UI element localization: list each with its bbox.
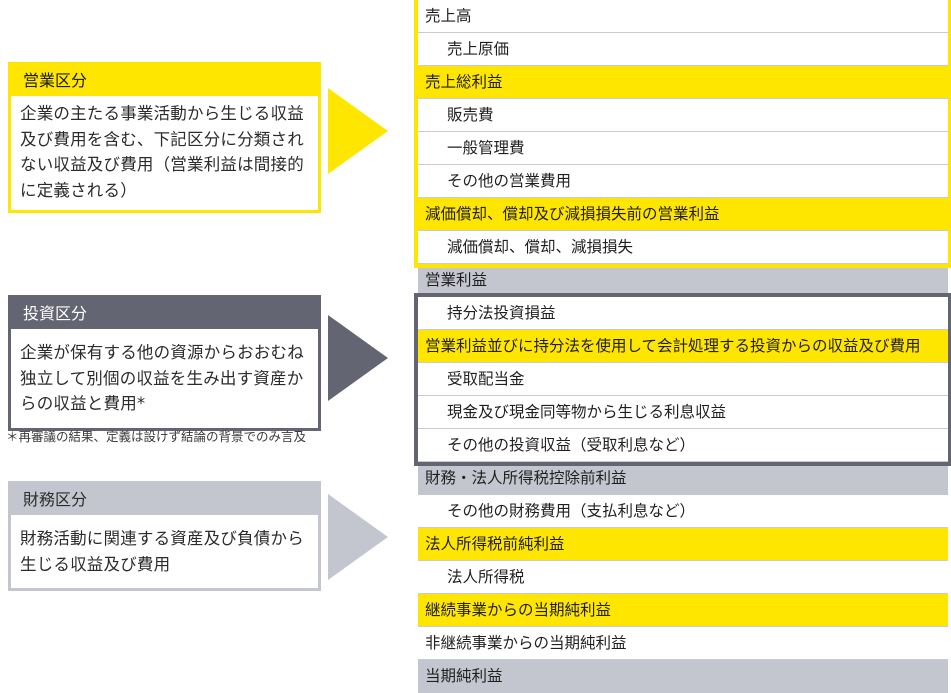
pl-row: 減価償却、償却、減損損失 — [418, 231, 948, 264]
pl-row-label: 継続事業からの当期純利益 — [425, 601, 612, 619]
pl-row: その他の財務費用（支払利息など） — [418, 495, 948, 528]
pl-row-label: 現金及び現金同等物から生じる利息収益 — [447, 403, 727, 421]
pl-row-label: 非継続事業からの当期純利益 — [425, 634, 627, 652]
callout-investing-title: 投資区分 — [11, 298, 318, 330]
callout-financing-section: 財務区分 財務活動に関連する資産及び負債から生じる収益及び費用 — [8, 481, 321, 592]
pl-row: 継続事業からの当期純利益 — [418, 594, 948, 627]
pl-row-label: 減価償却、償却、減損損失 — [447, 238, 634, 256]
pl-row: 一般管理費 — [418, 132, 948, 165]
pl-row: 現金及び現金同等物から生じる利息収益 — [418, 396, 948, 429]
pl-row: 財務・法人所得税控除前利益 — [418, 462, 948, 495]
pl-row: 法人所得税 — [418, 561, 948, 594]
pl-row: 法人所得税前純利益 — [418, 528, 948, 561]
callout-operating-section: 営業区分 企業の主たる事業活動から生じる収益及び費用を含む、下記区分に分類されな… — [8, 62, 321, 214]
pl-row: 当期純利益 — [418, 660, 948, 693]
pl-row-label: その他の投資収益（受取利息など） — [447, 436, 696, 454]
pl-row-label: その他の財務費用（支払利息など） — [447, 502, 696, 520]
pl-row-label: 売上高 — [425, 7, 472, 25]
pl-row-label: その他の営業費用 — [447, 172, 572, 190]
pl-row: 減価償却、償却及び減損損失前の営業利益 — [418, 198, 948, 231]
pl-row: 売上総利益 — [418, 66, 948, 99]
pl-row: その他の営業費用 — [418, 165, 948, 198]
pl-row-label: 営業利益並びに持分法を使用して会計処理する投資からの収益及び費用 — [425, 337, 921, 355]
investing-footnote: ＊再審議の結果、定義は設けず結論の背景でのみ言及 — [6, 429, 307, 444]
callout-financing-description: 財務活動に関連する資産及び負債から生じる収益及び費用 — [11, 515, 318, 589]
pl-row: 受取配当金 — [418, 363, 948, 396]
arrow-financing-icon — [328, 494, 388, 580]
callout-financing-title: 財務区分 — [11, 484, 318, 516]
pl-row-label: 持分法投資損益 — [447, 304, 556, 322]
callout-operating-description: 企業の主たる事業活動から生じる収益及び費用を含む、下記区分に分類されない収益及び… — [11, 96, 318, 211]
pl-row-label: 受取配当金 — [447, 370, 525, 388]
pl-row-label: 販売費 — [447, 106, 494, 124]
pl-row: 販売費 — [418, 99, 948, 132]
callout-investing-description: 企業が保有する他の資源からおおむね独立して別個の収益を生み出す資産からの収益と費… — [11, 329, 318, 428]
pl-row: 持分法投資損益 — [418, 297, 948, 330]
callout-operating-title: 営業区分 — [11, 65, 318, 97]
pl-row-label: 当期純利益 — [425, 667, 503, 685]
pl-row-label: 法人所得税前純利益 — [425, 535, 565, 553]
pl-row: その他の投資収益（受取利息など） — [418, 429, 948, 462]
income-statement-table: 売上高売上原価売上総利益販売費一般管理費その他の営業費用減価償却、償却及び減損損… — [414, 0, 951, 693]
pl-row: 非継続事業からの当期純利益 — [418, 627, 948, 660]
pl-row-label: 一般管理費 — [447, 139, 525, 157]
pl-row-label: 財務・法人所得税控除前利益 — [425, 469, 627, 487]
arrow-investing-icon — [328, 315, 388, 401]
pl-row-label: 営業利益 — [425, 271, 488, 289]
pl-row-label: 法人所得税 — [447, 568, 525, 586]
arrow-operating-icon — [328, 88, 388, 174]
pl-row: 売上高 — [418, 0, 948, 33]
pl-row: 営業利益並びに持分法を使用して会計処理する投資からの収益及び費用 — [418, 330, 948, 363]
pl-row-label: 売上総利益 — [425, 73, 503, 91]
pl-row-label: 減価償却、償却及び減損損失前の営業利益 — [425, 205, 720, 223]
pl-row: 売上原価 — [418, 33, 948, 66]
pl-row-label: 売上原価 — [447, 40, 510, 58]
callout-investing-section: 投資区分 企業が保有する他の資源からおおむね独立して別個の収益を生み出す資産から… — [8, 295, 321, 431]
pl-row: 営業利益 — [418, 264, 948, 297]
